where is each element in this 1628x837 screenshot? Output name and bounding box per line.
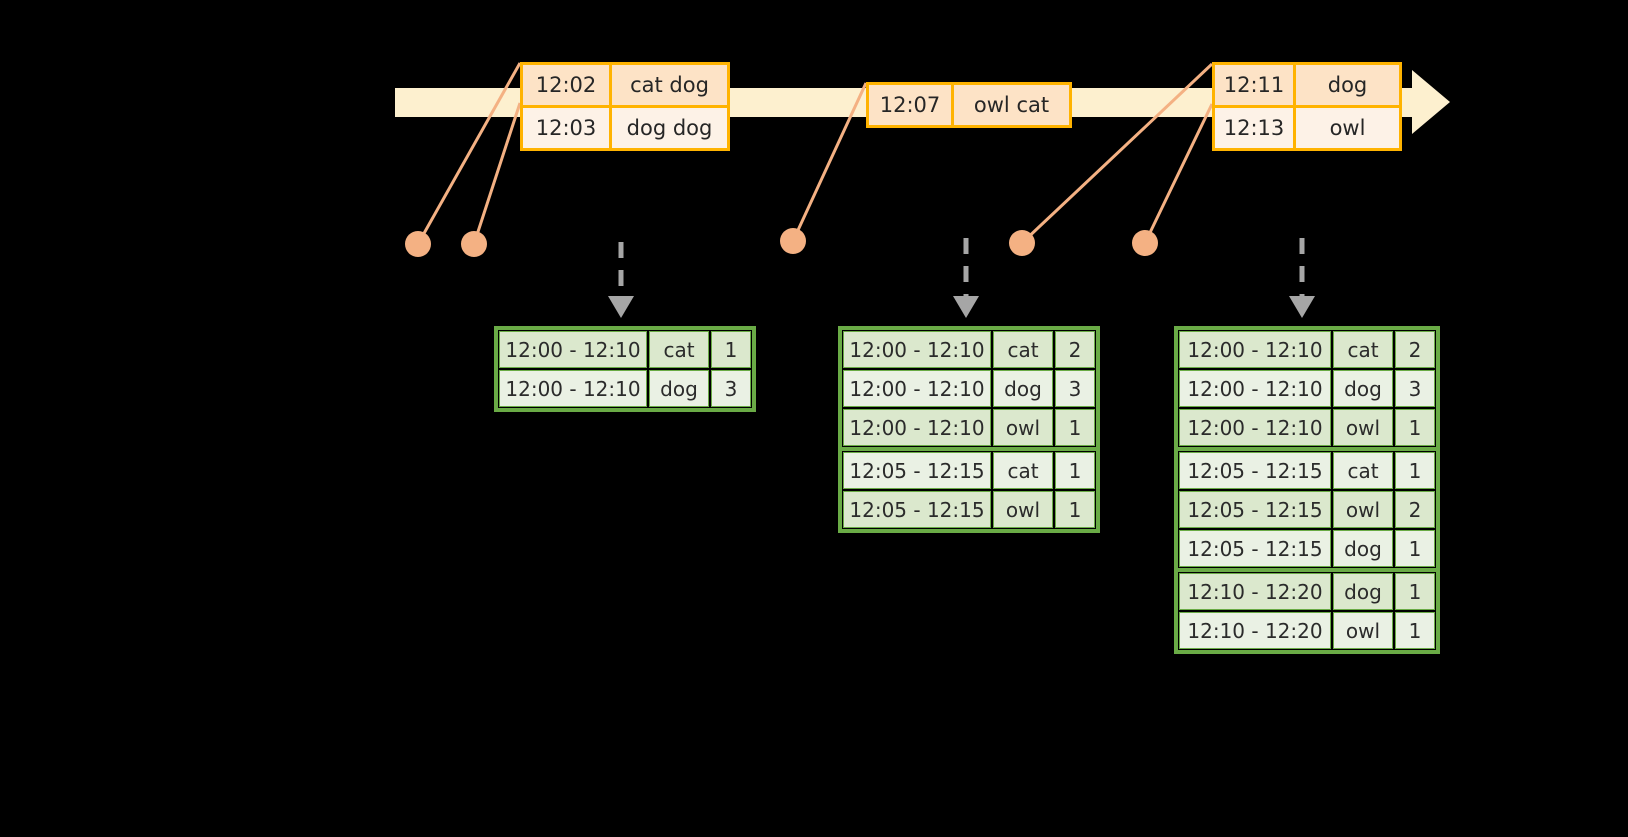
event-time: 12:11 [1215, 65, 1293, 105]
key-cell: cat [1333, 452, 1393, 489]
arrowhead-icon [1289, 296, 1315, 318]
count-cell: 1 [711, 331, 751, 368]
window-cell: 12:00 - 12:10 [499, 331, 647, 368]
window-cell: 12:00 - 12:10 [843, 409, 991, 446]
down-arrow-table-3 [1289, 238, 1315, 318]
count-cell: 1 [1055, 409, 1095, 446]
key-cell: cat [649, 331, 709, 368]
key-cell: dog [1333, 573, 1393, 610]
key-cell: dog [649, 370, 709, 407]
window-cell: 12:05 - 12:15 [843, 452, 991, 489]
key-cell: dog [1333, 530, 1393, 567]
window-cell: 12:00 - 12:10 [843, 331, 991, 368]
count-cell: 2 [1055, 331, 1095, 368]
key-cell: cat [993, 331, 1053, 368]
event-time: 12:03 [523, 108, 609, 148]
key-cell: dog [993, 370, 1053, 407]
count-cell: 2 [1395, 331, 1435, 368]
event-payload: owl cat [951, 85, 1069, 125]
event-time: 12:02 [523, 65, 609, 105]
count-cell: 1 [1055, 452, 1095, 489]
count-cell: 1 [1395, 452, 1435, 489]
window-cell: 12:00 - 12:10 [499, 370, 647, 407]
window-cell: 12:10 - 12:20 [1179, 573, 1331, 610]
count-cell: 2 [1395, 491, 1435, 528]
window-cell: 12:05 - 12:15 [843, 491, 991, 528]
event-payload: cat dog [609, 65, 727, 105]
key-cell: owl [1333, 409, 1393, 446]
count-cell: 1 [1395, 530, 1435, 567]
down-arrow-table-2 [953, 238, 979, 318]
key-cell: owl [1333, 491, 1393, 528]
event-time: 12:13 [1215, 108, 1293, 148]
count-cell: 3 [711, 370, 751, 407]
arrowhead-icon [953, 296, 979, 318]
window-cell: 12:05 - 12:15 [1179, 530, 1331, 567]
window-cell: 12:05 - 12:15 [1179, 452, 1331, 489]
window-cell: 12:00 - 12:10 [1179, 331, 1331, 368]
window-cell: 12:10 - 12:20 [1179, 612, 1331, 649]
key-cell: owl [993, 409, 1053, 446]
down-arrow-table-1 [608, 242, 634, 318]
key-cell: owl [1333, 612, 1393, 649]
event-payload: dog [1293, 65, 1399, 105]
timeline-arrowhead-icon [1412, 70, 1450, 134]
window-cell: 12:00 - 12:10 [1179, 409, 1331, 446]
count-cell: 3 [1055, 370, 1095, 407]
count-cell: 1 [1395, 573, 1435, 610]
event-payload: dog dog [609, 108, 727, 148]
key-cell: cat [1333, 331, 1393, 368]
count-cell: 1 [1395, 409, 1435, 446]
arrowhead-icon [608, 296, 634, 318]
key-cell: dog [1333, 370, 1393, 407]
event-payload: owl [1293, 108, 1399, 148]
window-cell: 12:00 - 12:10 [843, 370, 991, 407]
count-cell: 3 [1395, 370, 1435, 407]
key-cell: owl [993, 491, 1053, 528]
window-cell: 12:05 - 12:15 [1179, 491, 1331, 528]
window-cell: 12:00 - 12:10 [1179, 370, 1331, 407]
event-time: 12:07 [869, 85, 951, 125]
count-cell: 1 [1395, 612, 1435, 649]
count-cell: 1 [1055, 491, 1095, 528]
key-cell: cat [993, 452, 1053, 489]
